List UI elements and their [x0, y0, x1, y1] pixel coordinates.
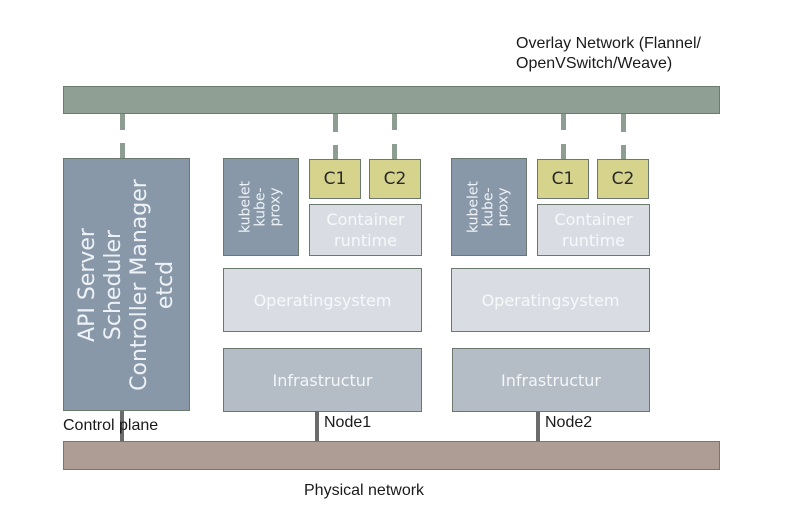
overlay-label-line1: Overlay Network (Flannel/	[516, 35, 701, 52]
overlay-label-line2: OpenVSwitch/Weave)	[516, 55, 673, 72]
agent-kubelet: kubelet	[465, 180, 482, 234]
control-plane-label: Control plane	[63, 417, 159, 434]
overlay-connector-control-plane-bottom	[120, 143, 125, 158]
runtime-line2: runtime	[561, 231, 625, 250]
node1-agent-label: kubelet kube- proxy	[237, 159, 284, 255]
node1-operating-system: Operatingsystem	[223, 268, 422, 332]
overlay-connector-node1-c1-top	[333, 114, 338, 132]
overlay-connector-node1-c2-top	[392, 114, 397, 130]
node2-label: Node2	[545, 414, 593, 431]
overlay-connector-node2-c2-bottom	[621, 145, 626, 160]
component-scheduler: Scheduler	[100, 229, 126, 340]
overlay-network-label: Overlay Network (Flannel/ OpenVSwitch/We…	[516, 34, 701, 74]
physical-network-label: Physical network	[304, 482, 425, 499]
agent-kubelet: kubelet	[237, 180, 254, 234]
container-label: C2	[611, 169, 635, 189]
node2-operating-system: Operatingsystem	[451, 268, 650, 332]
control-plane-components: API Server Scheduler Controller Manager …	[75, 160, 179, 410]
node1-infrastructure: Infrastructur	[223, 348, 422, 412]
control-plane-box: API Server Scheduler Controller Manager …	[63, 158, 190, 411]
infra-label: Infrastructur	[272, 370, 373, 390]
container-label: C1	[323, 169, 347, 189]
overlay-connector-node1-c1-bottom	[333, 145, 338, 160]
node2-container-c1[interactable]: C1	[537, 159, 589, 199]
agent-kube: kube-	[480, 187, 497, 227]
runtime-line2: runtime	[333, 231, 397, 250]
agent-proxy: proxy	[267, 187, 284, 227]
agent-proxy: proxy	[495, 187, 512, 227]
node2-container-c2[interactable]: C2	[597, 159, 649, 199]
os-label: Operatingsystem	[481, 290, 620, 310]
physical-wire-node2	[536, 412, 540, 442]
infra-label: Infrastructur	[501, 370, 601, 390]
container-label: C1	[551, 169, 575, 189]
node2-agent-label: kubelet kube- proxy	[465, 159, 512, 255]
physical-network-bar	[63, 441, 720, 470]
agent-kube: kube-	[252, 187, 269, 227]
overlay-connector-node1-c2-bottom	[392, 144, 397, 160]
node1-agent-box: kubelet kube- proxy	[223, 158, 299, 256]
physical-wire-control-plane	[120, 411, 124, 442]
node1-container-c1[interactable]: C1	[309, 159, 361, 199]
node1-container-runtime: Container runtime	[309, 204, 422, 256]
overlay-connector-node2-c1-top	[561, 114, 566, 130]
node2-container-runtime: Container runtime	[537, 204, 650, 256]
container-label: C2	[383, 169, 407, 189]
physical-wire-node1	[315, 411, 319, 442]
overlay-connector-node2-c2-top	[621, 114, 626, 132]
node1-container-c2[interactable]: C2	[369, 159, 421, 199]
overlay-network-bar	[63, 86, 720, 114]
os-label: Operatingsystem	[253, 290, 392, 310]
overlay-connector-control-plane-top	[120, 114, 125, 130]
overlay-connector-node2-c1-bottom	[561, 144, 566, 160]
runtime-line1: Container	[554, 210, 633, 229]
node1-label: Node1	[324, 414, 372, 431]
node2-infrastructure: Infrastructur	[452, 348, 650, 412]
component-api-server: API Server	[74, 227, 100, 342]
node2-agent-box: kubelet kube- proxy	[451, 158, 527, 256]
runtime-line1: Container	[326, 210, 405, 229]
component-controller-manager: Controller Manager	[126, 178, 152, 391]
component-etcd: etcd	[152, 260, 178, 309]
